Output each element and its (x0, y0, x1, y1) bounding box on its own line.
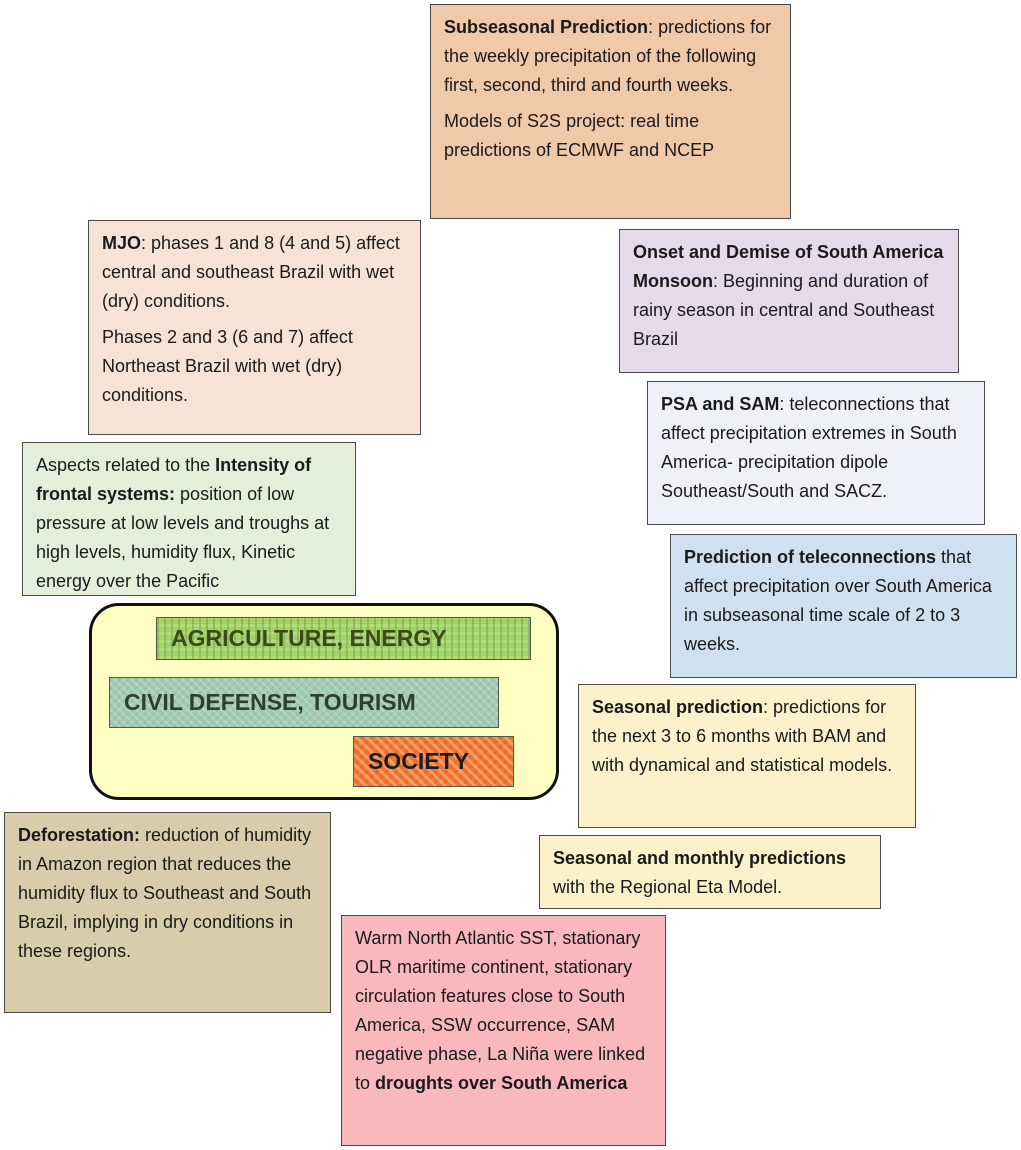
mjo-box: MJO: phases 1 and 8 (4 and 5) affect cen… (88, 220, 421, 435)
seasonal-title: Seasonal prediction (592, 697, 764, 717)
droughts-title: droughts over South America (375, 1073, 628, 1093)
frontal-title: Intensity of frontal systems: (36, 455, 312, 504)
psa-sam-text: : teleconnections that affect precipitat… (661, 394, 957, 501)
civil-defense-tourism-band: CIVIL DEFENSE, TOURISM (109, 677, 499, 728)
frontal-systems-box: Aspects related to the Intensity of fron… (22, 442, 356, 596)
society-band: SOCIETY (353, 736, 514, 787)
subseasonal-prediction-box: Subseasonal Prediction: predictions for … (430, 4, 791, 219)
s2s-models-text: Models of S2S project: real time predict… (444, 111, 715, 160)
frontal-prefix: Aspects related to the (36, 455, 216, 475)
deforestation-box: Deforestation: reduction of humidity in … (4, 812, 331, 1013)
seasonal-text: : predictions for the next 3 to 6 months… (592, 697, 893, 775)
monthly-title: Seasonal and monthly predictions (553, 848, 847, 868)
teleconnections-box: Prediction of teleconnections that affec… (670, 534, 1017, 678)
droughts-box: Warm North Atlantic SST, stationary OLR … (341, 915, 666, 1146)
subseasonal-title: Subseasonal Prediction (444, 17, 649, 37)
monsoon-box: Onset and Demise of South America Monsoo… (619, 229, 959, 373)
frontal-text: position of low pressure at low levels a… (36, 484, 330, 591)
teleconnections-title: Prediction of teleconnections (684, 547, 937, 567)
droughts-text: Warm North Atlantic SST, stationary OLR … (355, 928, 646, 1093)
subseasonal-text: : predictions for the weekly precipitati… (444, 17, 772, 95)
agriculture-energy-band: AGRICULTURE, ENERGY (156, 617, 531, 660)
teleconnections-text: that affect precipitation over South Ame… (684, 547, 992, 654)
psa-sam-box: PSA and SAM: teleconnections that affect… (647, 381, 985, 525)
monsoon-title: Onset and Demise of South America Monsoo… (633, 242, 944, 291)
monthly-text: with the Regional Eta Model. (553, 877, 783, 897)
mjo-phases-text: Phases 2 and 3 (6 and 7) affect Northeas… (102, 327, 353, 405)
mjo-title: MJO (102, 233, 142, 253)
deforestation-text: reduction of humidity in Amazon region t… (18, 825, 312, 961)
psa-sam-title: PSA and SAM (661, 394, 780, 414)
seasonal-prediction-box: Seasonal prediction: predictions for the… (578, 684, 916, 828)
monthly-predictions-box: Seasonal and monthly predictions with th… (539, 835, 881, 909)
mjo-text: : phases 1 and 8 (4 and 5) affect centra… (102, 233, 400, 311)
deforestation-title: Deforestation: (18, 825, 141, 845)
monsoon-text: : Beginning and duration of rainy season… (633, 271, 935, 349)
